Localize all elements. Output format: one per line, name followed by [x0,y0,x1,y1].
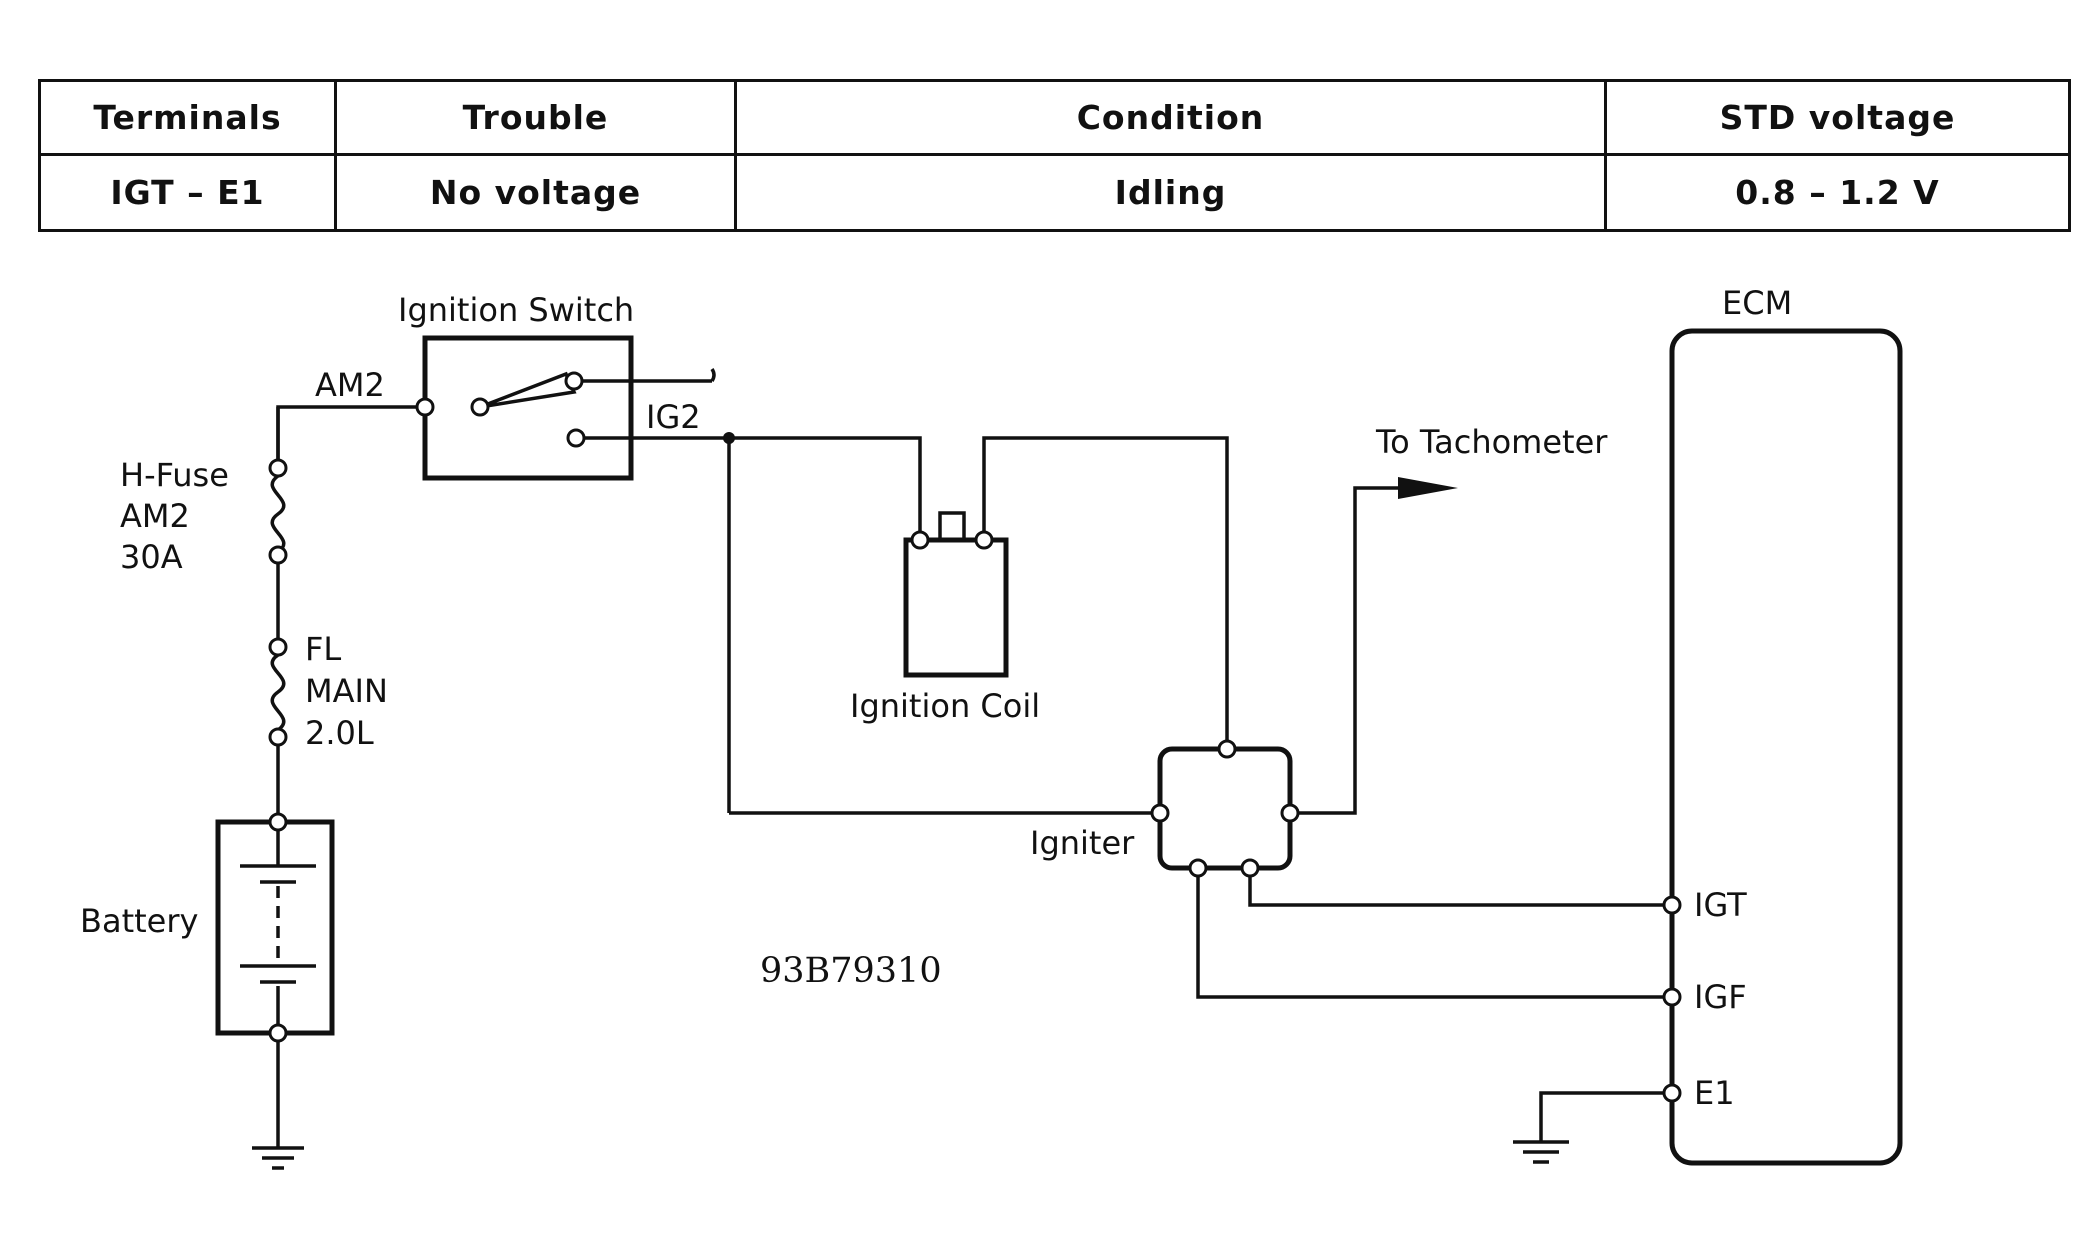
ground-icon [252,1146,304,1170]
fl-rating-label: 2.0L [305,714,374,752]
ecm-label: ECM [1722,284,1792,322]
fl-main-fuse-symbol [268,637,288,747]
fl-main-label: MAIN [305,672,388,710]
am2-label: AM2 [315,366,385,404]
ecm-terminal-igf: IGF [1694,978,1747,1016]
ignition-switch [415,335,716,481]
cell-trouble: No voltage [334,153,737,232]
header-terminals: Terminals [38,79,337,156]
header-condition: Condition [734,79,1607,156]
header-std-voltage: STD voltage [1604,79,2071,156]
ground-icon [1513,1140,1569,1164]
cell-condition: Idling [734,153,1607,232]
battery-label: Battery [80,902,198,940]
junction-dot [723,432,735,444]
figure-code: 93B79310 [760,951,942,991]
h-fuse-rating-label: 30A [120,538,183,576]
igniter-symbol [1150,739,1300,878]
h-fuse-am2-label: AM2 [120,497,190,535]
fl-label: FL [305,630,341,668]
h-fuse-label: H-Fuse [120,456,229,494]
ignition-switch-label: Ignition Switch [398,291,634,329]
ig2-label: IG2 [646,398,701,436]
cell-std-voltage: 0.8 – 1.2 V [1604,153,2071,232]
spec-table: Terminals Trouble Condition STD voltage … [38,79,2071,232]
arrow-right-icon [1398,477,1458,499]
table-row: IGT – E1 No voltage Idling 0.8 – 1.2 V [38,153,2071,232]
h-fuse-am2-symbol [268,458,288,565]
igniter-label: Igniter [1030,824,1135,862]
header-trouble: Trouble [334,79,737,156]
ecm-terminal-e1: E1 [1694,1074,1735,1112]
ecm-terminal-igt: IGT [1694,886,1747,924]
wires [276,405,1672,1148]
battery-symbol [215,812,335,1043]
ignition-coil-label: Ignition Coil [850,687,1040,725]
cell-terminals: IGT – E1 [38,153,337,232]
ignition-coil-symbol [903,511,1009,678]
tachometer-label: To Tachometer [1375,423,1608,461]
ecm-box [1662,328,1903,1166]
table-header-row: Terminals Trouble Condition STD voltage [38,79,2071,156]
